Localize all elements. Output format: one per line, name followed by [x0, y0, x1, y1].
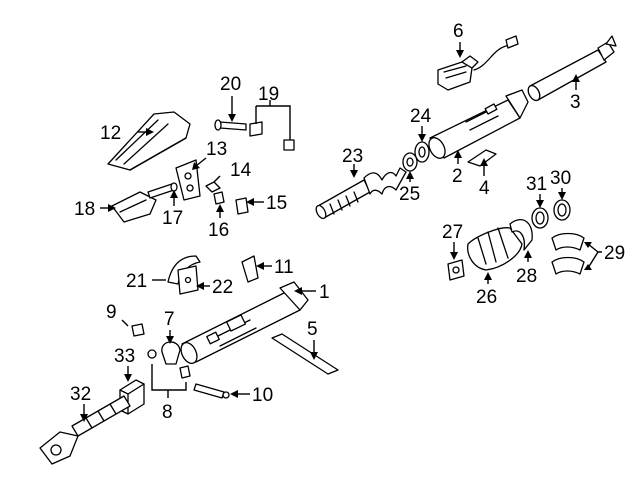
part-31-oring	[531, 207, 549, 229]
callout-13: 13	[206, 139, 227, 160]
part-18-lock-cylinder	[111, 191, 157, 223]
part-22-support-bracket	[177, 265, 199, 295]
callout-9: 9	[106, 302, 117, 323]
callout-labels: 1 2 3 4 5 6 7 8 9 10 11 12 13 14 15 16 1…	[70, 21, 625, 423]
callout-25: 25	[399, 184, 420, 205]
callout-32: 32	[70, 384, 91, 405]
callout-27: 27	[442, 222, 463, 243]
callout-20: 20	[220, 74, 241, 95]
part-6-switch-harness	[437, 35, 519, 91]
callout-30: 30	[550, 168, 571, 189]
part-10-bolt	[193, 383, 230, 399]
part-11-bracket	[241, 255, 259, 283]
part-16-fastener	[213, 191, 225, 205]
callout-3: 3	[570, 92, 581, 113]
part-15-clip	[235, 197, 249, 215]
callout-24: 24	[410, 106, 432, 127]
callout-22: 22	[212, 277, 233, 298]
callout-18: 18	[74, 199, 95, 220]
callout-29: 29	[604, 243, 625, 264]
part-3-upper-shaft	[527, 35, 617, 102]
callout-2: 2	[452, 166, 463, 187]
callout-15: 15	[266, 193, 287, 214]
part-14-nut	[205, 181, 221, 193]
part-25-bearing	[402, 152, 418, 172]
callout-8: 8	[162, 402, 173, 423]
callout-31: 31	[526, 174, 547, 195]
callout-33: 33	[114, 346, 135, 367]
part-4-bracket	[467, 149, 497, 167]
part-32-lower-shaft	[39, 395, 131, 465]
callout-5: 5	[307, 319, 318, 340]
part-7-clamp	[161, 341, 181, 365]
part-26-boot	[467, 227, 523, 271]
part-20-bolt	[214, 119, 247, 131]
callout-21: 21	[126, 271, 147, 292]
part-9-clip	[131, 323, 145, 337]
part-27-plug	[447, 259, 465, 281]
part-23-intermediate-shaft	[315, 167, 407, 220]
part-30-oring	[553, 199, 571, 221]
part-2-column-jacket	[428, 89, 529, 159]
callout-1: 1	[319, 282, 330, 303]
callout-23: 23	[342, 146, 363, 167]
callout-6: 6	[453, 21, 464, 42]
part-12-shroud	[107, 111, 191, 171]
part-1-column-housing	[180, 281, 309, 365]
part-29-bushings	[551, 232, 585, 275]
callout-4: 4	[479, 178, 490, 199]
callout-7: 7	[164, 309, 175, 330]
callout-14: 14	[230, 160, 252, 181]
callout-28: 28	[516, 266, 537, 287]
part-24-seal	[414, 141, 430, 163]
callout-10: 10	[252, 385, 273, 406]
callout-26: 26	[476, 287, 497, 308]
callout-11: 11	[274, 257, 294, 278]
callout-leaders	[80, 42, 602, 422]
part-13-lock-bracket	[175, 159, 201, 201]
part-5-tilt-bar	[271, 333, 339, 375]
callout-16: 16	[208, 220, 229, 241]
callout-19: 19	[258, 84, 279, 105]
part-19-clips	[249, 121, 295, 151]
part-8-screws	[147, 349, 191, 379]
callout-12: 12	[100, 123, 121, 144]
part-28-clamp-ring	[509, 219, 533, 251]
callout-17: 17	[162, 208, 183, 229]
